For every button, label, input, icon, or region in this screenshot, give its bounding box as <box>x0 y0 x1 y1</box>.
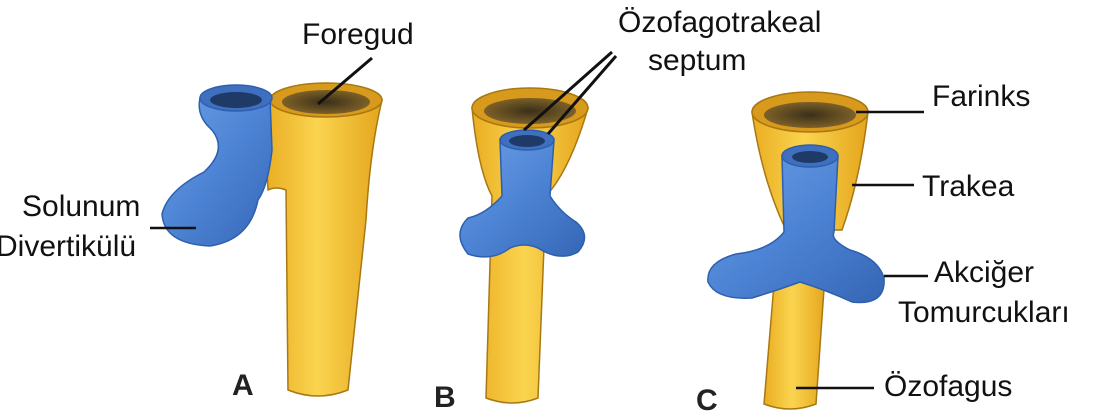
label-divertikulu: Divertikülü <box>0 230 136 263</box>
diverticulum-lumen-a <box>210 92 262 108</box>
label-farinks: Farinks <box>932 80 1030 113</box>
respiratory-diverticulum-a <box>162 98 272 246</box>
foregut-lumen-a <box>282 90 370 114</box>
panel-b: B <box>434 52 616 414</box>
panel-label-c: C <box>696 384 718 417</box>
label-tomurcuklari: Tomurcukları <box>898 296 1070 329</box>
label-solunum: Solunum <box>22 190 140 223</box>
pharynx-lumen-c <box>764 102 856 128</box>
label-septum: septum <box>648 44 746 77</box>
foregut-tube-a <box>265 100 382 396</box>
panel-c: C <box>696 92 928 417</box>
trachea-lumen-c <box>792 151 828 163</box>
label-ozofagotrakeal: Özofagotrakeal <box>618 6 821 39</box>
label-ozofagus: Özofagus <box>884 370 1012 403</box>
label-akciger: Akciğer <box>934 256 1034 289</box>
panel-label-b: B <box>434 381 456 414</box>
panel-label-a: A <box>232 369 254 402</box>
foregut-lumen-b <box>484 98 576 124</box>
trachea-lumen-b <box>509 135 545 147</box>
label-foregud: Foregud <box>302 18 414 51</box>
label-trakea: Trakea <box>922 170 1015 203</box>
panel-a: A <box>150 58 382 402</box>
